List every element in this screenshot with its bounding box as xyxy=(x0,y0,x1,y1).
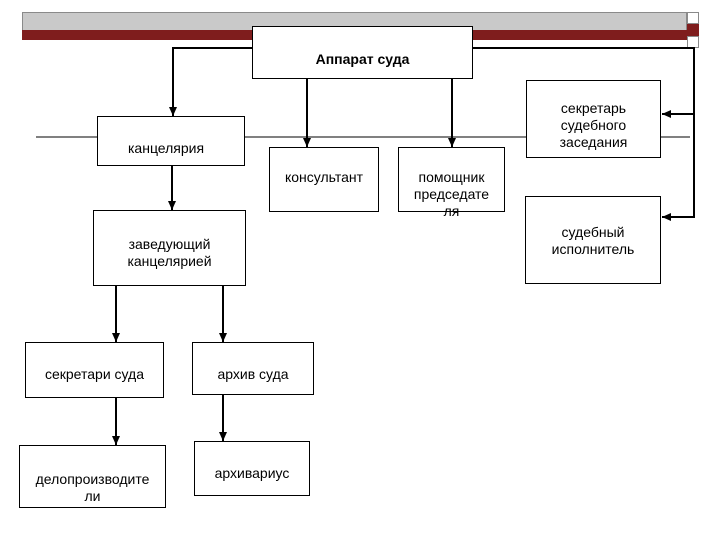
box-pomoshchnik: помощник председате ля xyxy=(398,147,505,219)
box-sekretari-suda-label: секретари суда xyxy=(44,366,145,382)
box-deloproizvoditeli-label: делопроизводите ли xyxy=(35,471,150,504)
box-arkhiv-suda-label: архив суда xyxy=(217,366,289,382)
box-kantselyariya: канцелярия xyxy=(97,116,245,166)
box-kantselyariya-label: канцелярия xyxy=(128,140,205,156)
box-sekretar-zasedaniya: секретарь судебного заседания xyxy=(526,80,661,158)
box-zaveduyushchiy-label: заведующий канцелярией xyxy=(127,236,212,269)
box-arkhivarius: архивариус xyxy=(194,441,310,496)
box-sudebnyi-ispolnitel-label: судебный исполнитель xyxy=(551,224,635,257)
corner-square-icon xyxy=(687,12,699,24)
box-pomoshchnik-label: помощник председате ля xyxy=(413,169,490,219)
box-apparat-suda: Аппарат суда xyxy=(252,26,473,79)
box-konsultant: консультант xyxy=(269,147,379,212)
box-zaveduyushchiy: заведующий канцелярией xyxy=(93,210,246,286)
corner-square-red-icon xyxy=(687,24,699,36)
connector-apparat-ispolnitel xyxy=(473,47,695,221)
box-sekretar-zasedaniya-label: секретарь судебного заседания xyxy=(559,100,628,150)
box-arkhiv-suda: архив суда xyxy=(192,342,314,395)
box-deloproizvoditeli: делопроизводите ли xyxy=(19,445,166,508)
box-sudebnyi-ispolnitel: судебный исполнитель xyxy=(525,196,661,284)
box-konsultant-label: консультант xyxy=(284,169,364,185)
box-sekretari-suda: секретари суда xyxy=(25,342,164,398)
box-arkhivarius-label: архивариус xyxy=(214,465,290,481)
connector-apparat-kantselyariya xyxy=(169,47,252,116)
box-apparat-suda-label: Аппарат суда xyxy=(315,51,410,67)
